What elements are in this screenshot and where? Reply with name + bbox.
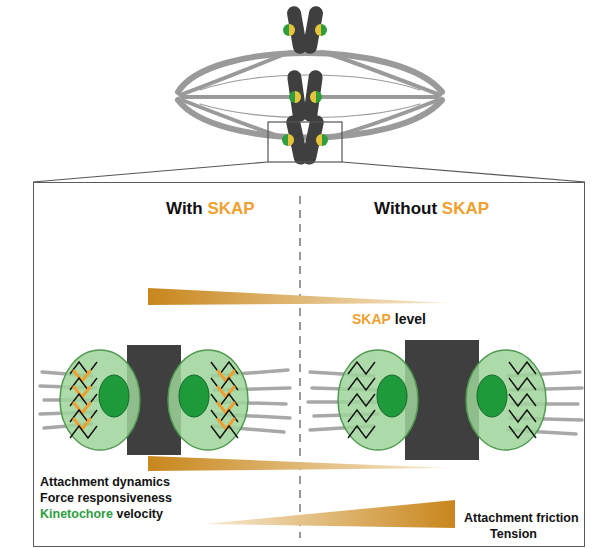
- kinetochore-disc: [168, 350, 248, 450]
- property-label: Tension: [490, 527, 537, 541]
- kinetochore-discs: [60, 350, 546, 450]
- label-text: level: [395, 311, 426, 327]
- ndc80-strand: [348, 394, 375, 406]
- kinetochore-disc: [466, 350, 546, 450]
- skap-strand: [218, 403, 234, 413]
- ndc80-strand: [348, 410, 375, 422]
- ndc80-strand: [348, 362, 375, 374]
- ndc80-strand: [509, 362, 536, 374]
- wedge-label: SKAPlevel: [352, 311, 426, 327]
- label-text: Attachment friction: [464, 511, 579, 525]
- inner-kinetochore: [377, 375, 407, 417]
- inset-panel: WithSKAPWithoutSKAPSKAPlevelAttachment d…: [33, 182, 585, 547]
- chromosomes: [285, 5, 325, 166]
- condition-heading: WithSKAP: [166, 199, 255, 219]
- gradient-wedge: [148, 288, 450, 305]
- property-label: Kinetochorevelocity: [40, 507, 163, 521]
- label-text: Tension: [490, 527, 537, 541]
- kinetochore-disc: [60, 350, 140, 450]
- kinetochores: [282, 24, 328, 146]
- skap-strand: [218, 371, 234, 381]
- inner-kinetochore: [99, 375, 129, 417]
- label-text: With: [166, 199, 203, 218]
- skap-strand: [74, 387, 90, 397]
- property-label: Attachment friction: [464, 511, 579, 525]
- protein-name: SKAP: [352, 311, 391, 327]
- inner-kinetochore: [179, 375, 209, 417]
- zoom-box: [33, 122, 585, 182]
- condition-heading: Without SKAP: [374, 199, 489, 219]
- protein-name: SKAP: [442, 199, 489, 218]
- ndc80-strand: [348, 426, 375, 438]
- gradient-wedge: [148, 456, 450, 471]
- ndc80-strand: [70, 426, 97, 438]
- label-text: Attachment dynamics: [40, 475, 170, 489]
- ndc80-strand: [509, 378, 536, 390]
- label-text: velocity: [116, 507, 163, 521]
- ndc80-strand: [348, 378, 375, 390]
- property-label: Attachment dynamics: [40, 475, 170, 489]
- label-text: Kinetochore: [40, 507, 113, 521]
- label-text: Force responsiveness: [40, 491, 172, 505]
- ndc80-strand: [211, 426, 238, 438]
- skap-strand: [74, 403, 90, 413]
- divider: [299, 196, 301, 538]
- ndc80-strand: [509, 426, 536, 438]
- gradient-wedge: [205, 500, 455, 528]
- skap-strand: [74, 419, 90, 429]
- skap-strand: [218, 419, 234, 429]
- protein-name: SKAP: [207, 199, 254, 218]
- inner-kinetochore: [477, 375, 507, 417]
- skap-strand: [218, 387, 234, 397]
- skap-strand: [74, 371, 90, 381]
- label-text: Without: [374, 199, 437, 218]
- ndc80-strand: [509, 410, 536, 422]
- ndc80-strand: [509, 394, 536, 406]
- kinetochore-disc: [338, 350, 418, 450]
- property-label: Force responsiveness: [40, 491, 172, 505]
